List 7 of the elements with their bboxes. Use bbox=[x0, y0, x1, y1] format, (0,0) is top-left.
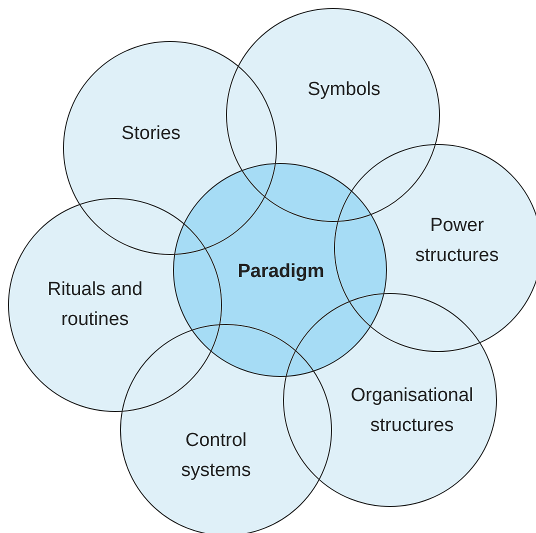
circle-label: Power structures bbox=[414, 214, 500, 268]
circle-label: Paradigm bbox=[236, 260, 326, 284]
circle-label: Organisational structures bbox=[350, 384, 474, 438]
circle-label: Stories bbox=[120, 122, 182, 146]
circle-label: Rituals and routines bbox=[46, 278, 144, 332]
circle-label: Control systems bbox=[180, 429, 252, 483]
circle-label: Symbols bbox=[306, 78, 382, 102]
